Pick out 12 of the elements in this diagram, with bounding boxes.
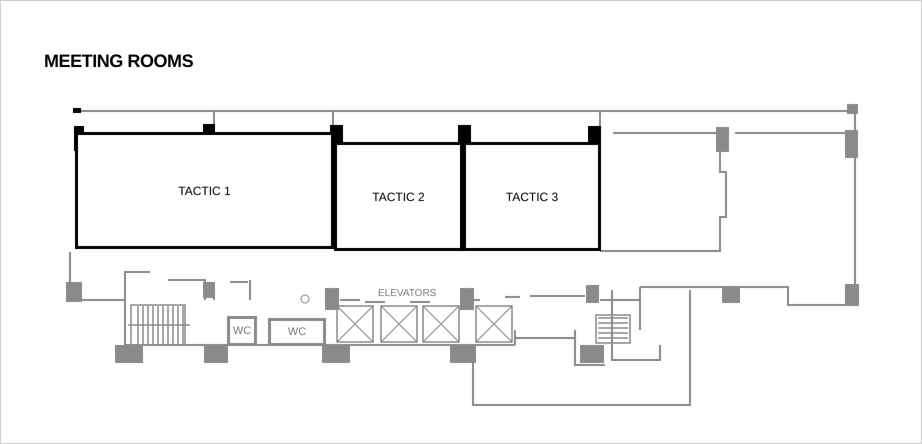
restroom bbox=[227, 316, 257, 346]
meeting-room bbox=[75, 132, 334, 249]
room-label: TACTIC 2 bbox=[372, 190, 425, 202]
room-label: WC bbox=[288, 326, 306, 338]
meeting-room bbox=[463, 142, 601, 251]
area-label: ELEVATORS bbox=[378, 287, 436, 301]
meeting-room bbox=[334, 142, 463, 251]
room-label: TACTIC 1 bbox=[178, 184, 231, 196]
title: MEETING ROOMS bbox=[44, 50, 194, 73]
room-label: WC bbox=[232, 326, 252, 336]
room-label: TACTIC 3 bbox=[506, 190, 558, 202]
restroom bbox=[268, 318, 326, 346]
